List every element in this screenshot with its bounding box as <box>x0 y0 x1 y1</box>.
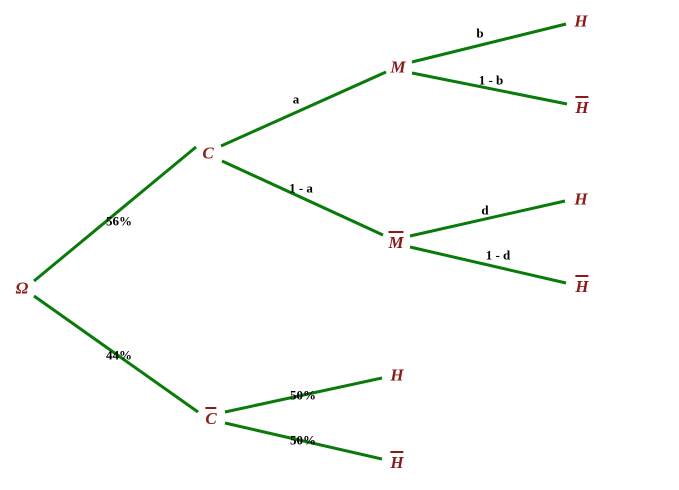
tree-node-mbar: M <box>388 231 404 252</box>
tree-node-h3bar: H <box>390 451 404 472</box>
tree-node-h2: H <box>574 191 587 208</box>
tree-edge-mbar-h <box>409 199 566 238</box>
tree-edge-omega-cbar <box>33 294 199 414</box>
tree-edge-m-h <box>411 22 567 64</box>
tree-node-h1: H <box>574 13 587 30</box>
tree-edge-label-cbar-h: 50% <box>290 387 316 403</box>
tree-node-m-text: M <box>390 57 406 77</box>
tree-edge-mbar-hbar <box>409 245 567 285</box>
tree-node-m: M <box>390 59 405 76</box>
tree-node-h3bar-text: H <box>390 451 404 472</box>
tree-node-c-text: C <box>202 143 214 163</box>
tree-edge-m-hbar <box>411 71 568 106</box>
tree-edge-label-m-h: b <box>476 25 484 41</box>
tree-edges-group <box>33 22 568 461</box>
tree-edge-cbar-hbar <box>224 421 383 461</box>
tree-node-mbar-text: M <box>388 231 404 252</box>
tree-edge-label-mbar-h: d <box>481 202 489 218</box>
tree-node-h2bar-text: H <box>575 275 589 296</box>
tree-node-omega: Ω <box>16 280 29 297</box>
tree-edge-c-mbar <box>221 159 384 237</box>
tree-node-h3: H <box>390 367 403 384</box>
tree-edge-label-mbar-hbar: 1 - d <box>485 247 511 263</box>
tree-edge-label-c-m: a <box>292 91 300 107</box>
tree-node-cbar: C <box>205 407 217 428</box>
tree-edge-c-m <box>220 70 387 148</box>
tree-node-c: C <box>202 145 213 162</box>
tree-edge-label-omega-cbar: 44% <box>106 347 132 363</box>
tree-node-omega-text: Ω <box>15 278 29 298</box>
tree-node-h2-text: H <box>574 189 588 209</box>
tree-edge-label-m-hbar: 1 - b <box>478 72 504 88</box>
tree-edge-omega-c <box>33 145 197 283</box>
tree-edge-cbar-h <box>224 376 383 414</box>
tree-node-h1bar-text: H <box>575 96 589 117</box>
tree-node-h1-text: H <box>574 11 588 31</box>
tree-node-h2bar: H <box>575 275 589 296</box>
tree-edge-label-c-mbar: 1 - a <box>289 180 313 196</box>
tree-node-cbar-text: C <box>205 407 217 428</box>
tree-edge-label-omega-c: 56% <box>106 213 132 229</box>
tree-edge-label-cbar-hbar: 50% <box>290 432 316 448</box>
tree-node-h1bar: H <box>575 96 589 117</box>
tree-node-h3-text: H <box>390 365 404 385</box>
